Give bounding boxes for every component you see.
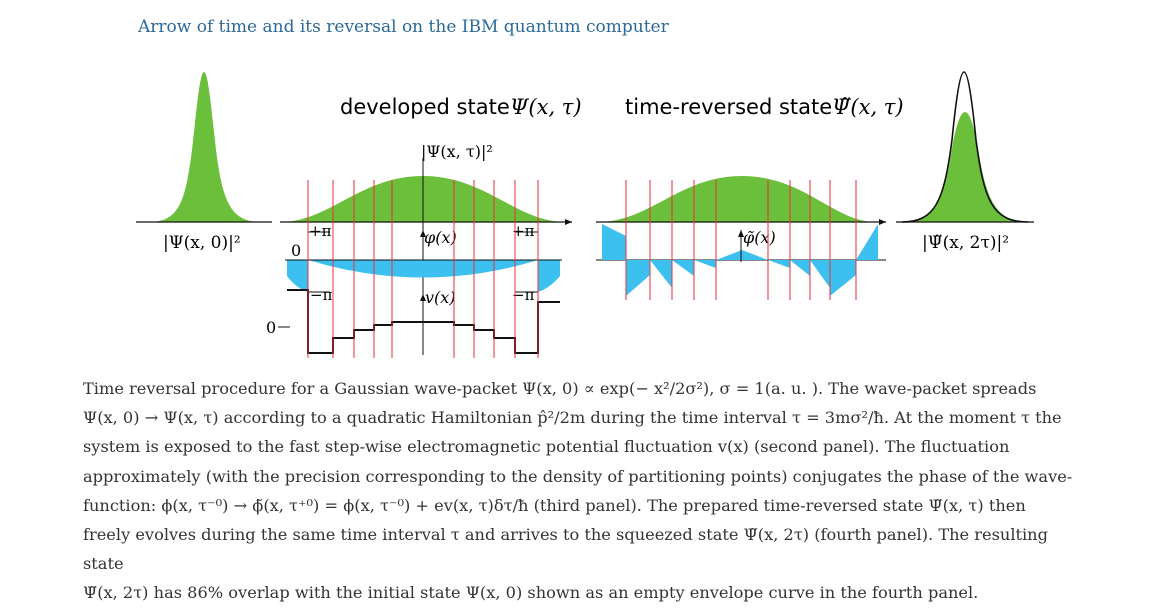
minus-pi-label-left: −π	[310, 286, 333, 304]
reversed-phase-fills	[602, 224, 878, 296]
figure-caption-title[interactable]: Arrow of time and its reversal on the IB…	[138, 17, 669, 37]
description-line-3: system is exposed to the fast step-wise …	[83, 437, 1010, 457]
description-line-6: freely evolves during the same time inte…	[83, 525, 1048, 574]
final-gaussian	[902, 112, 1028, 222]
plus-pi-label-left: +π	[309, 222, 332, 240]
phase-fill-right	[538, 232, 560, 292]
phi-arrow	[420, 230, 426, 237]
reversed-gaussian	[598, 176, 876, 222]
phi-tilde-label: φ̃(x)	[743, 228, 776, 247]
developed-state-title: developed state	[340, 95, 510, 119]
initial-envelope-curve	[901, 71, 1029, 223]
developed-state-math: Ψ(x, τ)	[510, 95, 582, 119]
initial-label: |Ψ(x, 0)|²	[163, 233, 241, 253]
description-line-1: Time reversal procedure for a Gaussian w…	[83, 379, 1037, 398]
psi-tau-label: |Ψ(x, τ)|²	[421, 142, 493, 161]
description-line-7: Ψ̃(x, 2τ) has 86% overlap with the initi…	[83, 583, 979, 603]
partition-lines-reversed	[625, 180, 857, 300]
reversed-axis-arrow	[879, 219, 886, 225]
description-line-5: function: ϕ(x, τ⁻⁰) → ϕ̃(x, τ⁺⁰) = ϕ(x, …	[83, 495, 1026, 515]
phase-fill-center	[308, 260, 538, 278]
initial-gaussian	[148, 72, 262, 222]
minus-pi-label-right: −π	[512, 286, 535, 304]
final-label: |Ψ̃(x, 2τ)|²	[922, 233, 1009, 253]
phase-fill-left	[287, 232, 308, 292]
v-arrow	[420, 294, 426, 301]
partition-lines-developed	[307, 180, 539, 358]
plus-pi-label-right: +π	[512, 222, 535, 240]
time-reversal-figure: |Ψ(x, 0)|² developed state Ψ(x, τ) time-…	[136, 71, 1034, 358]
description-line-2: Ψ(x, 0) → Ψ(x, τ) according to a quadrat…	[83, 408, 1062, 428]
phase-zero-label: 0	[291, 241, 301, 260]
axis-arrow-right	[565, 219, 572, 225]
description-line-4: approximately (with the precision corres…	[83, 466, 1073, 486]
reversed-state-math: Ψ̃(x, τ)	[832, 95, 904, 119]
figure-description: Time reversal procedure for a Gaussian w…	[83, 374, 1093, 608]
potential-zero-label: 0	[266, 318, 276, 337]
phi-label: φ(x)	[424, 228, 457, 247]
v-label: v(x)	[425, 288, 456, 307]
reversed-state-title: time-reversed state	[625, 95, 832, 119]
